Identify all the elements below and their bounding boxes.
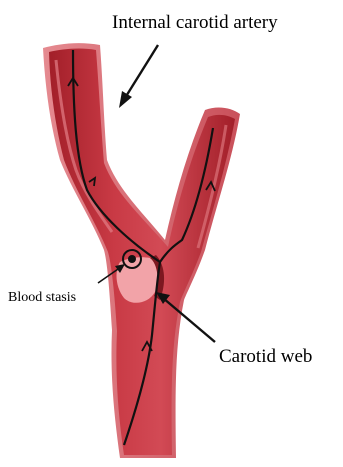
label-internal-carotid-artery: Internal carotid artery [112,12,278,33]
label-carotid-web: Carotid web [219,346,312,367]
ica-pointer-arrowhead [119,91,132,108]
label-blood-stasis: Blood stasis [8,290,76,305]
ica-pointer-line [125,45,158,98]
stasis-dot [128,255,136,263]
